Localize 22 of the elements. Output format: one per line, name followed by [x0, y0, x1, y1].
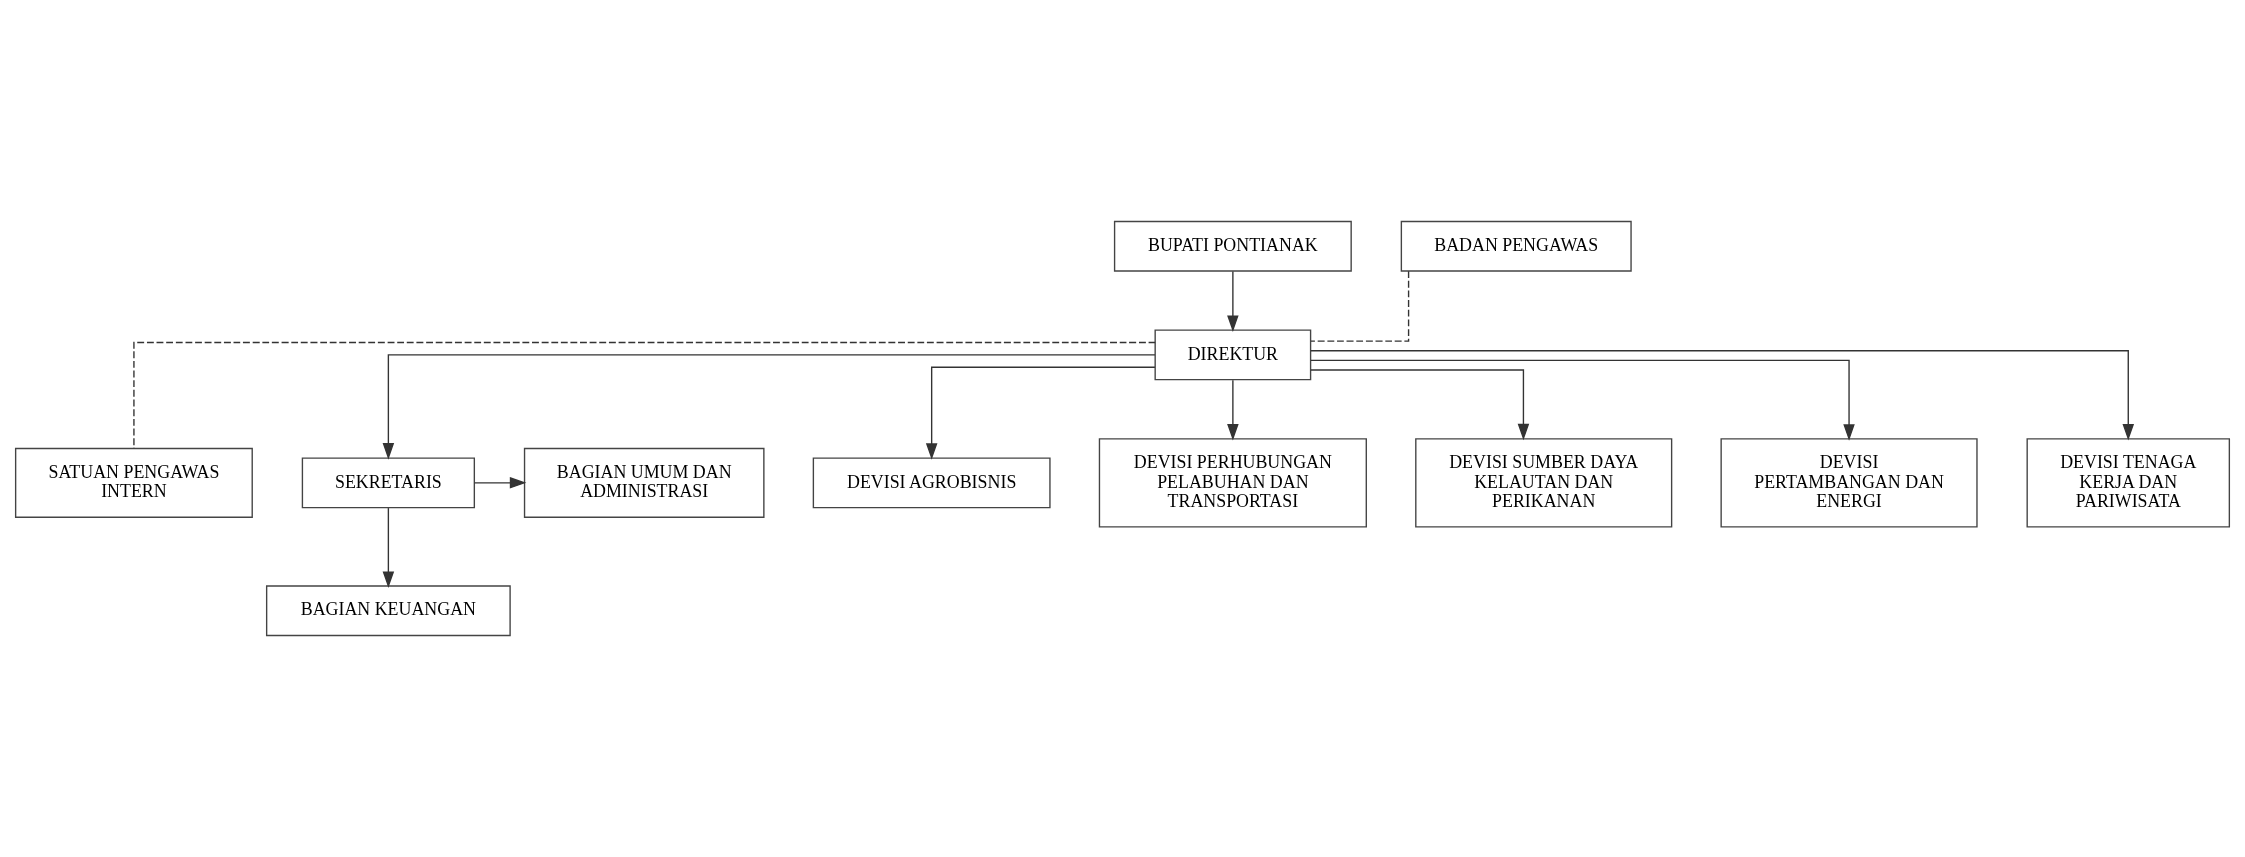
- node-box: SATUAN PENGAWAS INTERN: [14, 447, 253, 518]
- arrow: [1227, 379, 1239, 441]
- node-box: BADAN PENGAWAS: [1400, 220, 1632, 272]
- node-box: BUPATI PONTIANAK: [1113, 220, 1352, 272]
- arrow: [1310, 359, 1855, 441]
- arrow: [1310, 350, 2135, 441]
- node-box: BAGIAN UMUM DAN ADMINISTRASI: [523, 447, 765, 518]
- arrow: [1310, 369, 1530, 441]
- arrow: [925, 366, 1156, 460]
- node-box: DEVISI TENAGA KERJA DAN PARIWISATA: [2026, 438, 2231, 528]
- node-box: DEVISI PERTAMBANGAN DAN ENERGI: [1720, 438, 1978, 528]
- node-box: DEVISI PERHUBUNGAN PELABUHAN DAN TRANSPORTASI: [1098, 438, 1367, 528]
- arrow: [473, 477, 527, 489]
- node-box: SEKRETARIS: [301, 457, 476, 509]
- node-box: BAGIAN KEUANGAN: [265, 585, 511, 637]
- arrow: [382, 507, 395, 589]
- node-box: DIREKTUR: [1154, 329, 1312, 381]
- connector: [1310, 270, 1410, 342]
- arrow: [1227, 270, 1239, 332]
- node-box: DEVISI AGROBISNIS: [812, 457, 1051, 509]
- arrow: [382, 354, 1156, 460]
- node-box: DEVISI SUMBER DAYA KELAUTAN DAN PERIKANAN: [1415, 438, 1673, 528]
